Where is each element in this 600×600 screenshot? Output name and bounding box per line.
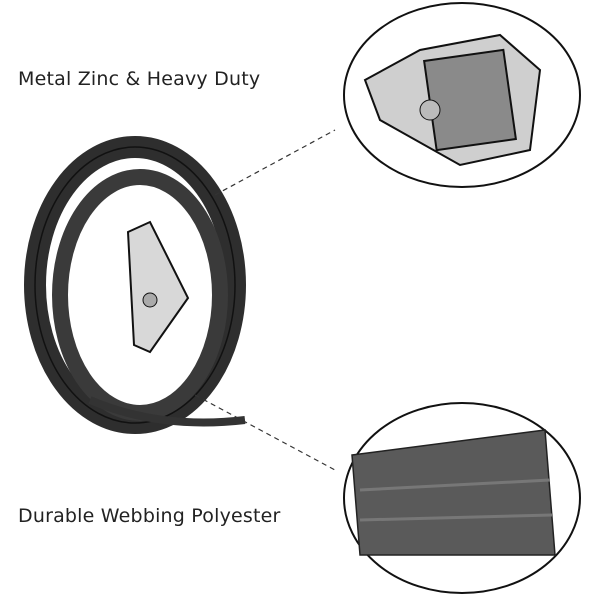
strap-coil-image <box>24 136 246 434</box>
dashed-callout-lines <box>194 129 336 471</box>
feature-label-metal-zinc: Metal Zinc & Heavy Duty <box>18 68 261 90</box>
feature-label-webbing: Durable Webbing Polyester <box>18 505 281 527</box>
webbing-closeup-image <box>343 402 581 594</box>
buckle-closeup-image <box>343 2 581 188</box>
